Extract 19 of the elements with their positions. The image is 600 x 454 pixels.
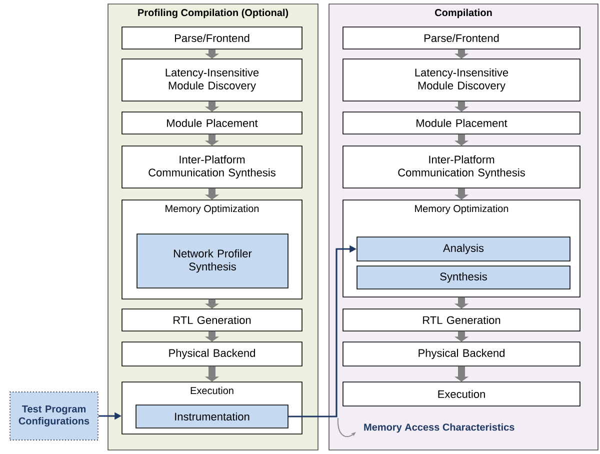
step-box: Parse/Frontend bbox=[342, 26, 580, 50]
step-box: Latency-Insensitive Module Discovery bbox=[122, 58, 302, 102]
step-box: Inter-Platform Communication Synthesis bbox=[122, 146, 302, 188]
step-box: RTL Generation bbox=[122, 308, 302, 332]
step-box: Physical Backend bbox=[342, 342, 580, 366]
step-box: Latency-Insensitive Module Discovery bbox=[342, 58, 580, 102]
annotation-text: Memory Access Characteristics bbox=[364, 423, 514, 433]
substep-box: Instrumentation bbox=[136, 404, 288, 428]
step-box: Physical Backend bbox=[122, 342, 302, 366]
step-box: Inter-Platform Communication Synthesis bbox=[342, 146, 580, 188]
step-box: RTL Generation bbox=[342, 308, 580, 332]
step-box: Module Placement bbox=[122, 112, 302, 134]
step-box: Execution bbox=[342, 382, 580, 406]
substep-box: Analysis bbox=[356, 236, 570, 262]
step-box: Parse/Frontend bbox=[122, 26, 302, 50]
input-box: Test Program Configurations bbox=[10, 392, 98, 440]
substep-box: Synthesis bbox=[356, 266, 570, 290]
step-box: Module Placement bbox=[342, 112, 580, 134]
substep-box: Network Profiler Synthesis bbox=[136, 234, 288, 288]
